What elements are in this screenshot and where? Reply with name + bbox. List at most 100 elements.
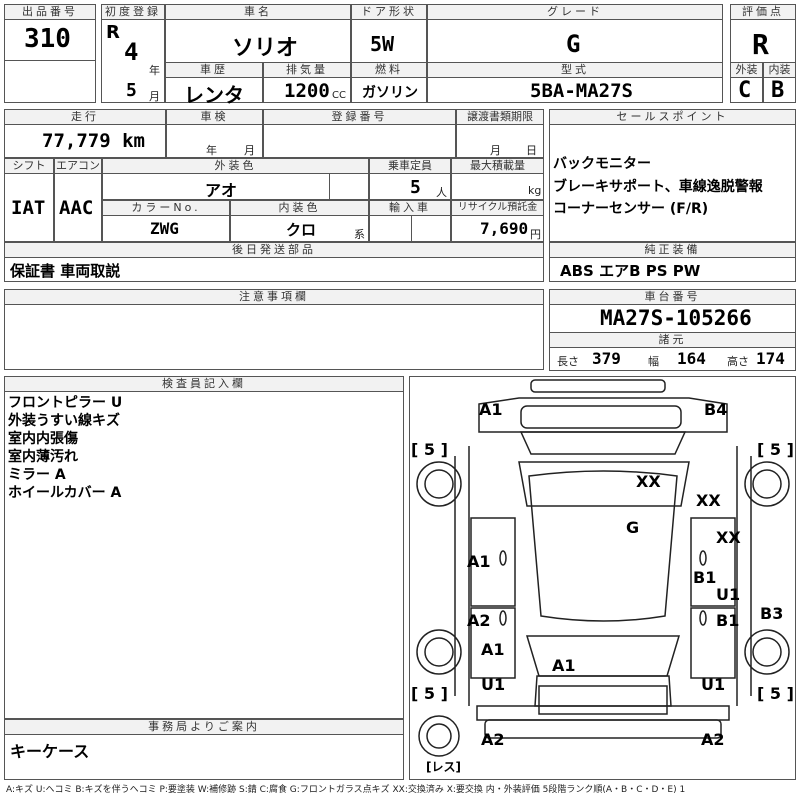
damage-legend: A:キズ U:ヘコミ B:キズを伴うヘコミ P:要塗装 W:補修跡 S:錆 C:… (6, 785, 686, 795)
load-label: 最大積載量 (451, 158, 544, 174)
interior-color-label: 内装色 (230, 200, 369, 216)
left-front-door (470, 517, 516, 607)
lot-divider (4, 60, 96, 61)
width: 164 (677, 349, 706, 368)
spare-tire (418, 715, 460, 757)
damage-mark-rear-right: U1 (701, 675, 726, 694)
year-unit: 年 (149, 64, 160, 77)
chassis-number: MA27S-105266 (600, 306, 752, 330)
right-rear-door (690, 607, 736, 679)
shift-cell (4, 173, 54, 242)
roof (528, 470, 678, 622)
equipment: ABS エアB PS PW (560, 262, 701, 280)
rear-body (476, 705, 730, 721)
color-label: 外装色 (102, 158, 369, 174)
exterior-grade: C (738, 78, 752, 103)
history-cell (165, 77, 263, 103)
displacement: 1200 (284, 80, 330, 102)
registration-cell (263, 124, 456, 158)
body-sides (468, 446, 738, 706)
recycle-cell (451, 215, 544, 242)
damage-mark-front-left: A1 (479, 400, 503, 419)
rear-glass (525, 635, 681, 677)
grade-label: グレード (427, 4, 723, 20)
inspection-month-unit: 月 (244, 144, 255, 157)
transfer-month-unit: 月 (490, 144, 501, 157)
fuel-label: 燃料 (351, 62, 427, 78)
spare-tire-note: [レス] (426, 760, 461, 774)
rear-panel (538, 685, 668, 715)
fuel-cell (351, 77, 427, 103)
sales-label: セールスポイント (549, 109, 796, 125)
capacity-label: 乗車定員 (369, 158, 451, 174)
damage-mark-left-rear-door: A2 (467, 611, 491, 630)
damage-mark-left-quarter: A1 (481, 640, 505, 659)
history-label: 車歴 (165, 62, 263, 78)
caution-cell (4, 304, 544, 370)
exterior-cell (730, 77, 763, 103)
height: 174 (756, 349, 785, 368)
damage-mark-bumper-right: A2 (701, 730, 725, 749)
tire-front-right (744, 461, 790, 507)
transfer-day-unit: 日 (526, 144, 537, 157)
rear-bumper (484, 719, 722, 739)
shift-label: シフト (4, 158, 54, 174)
hood (520, 405, 682, 429)
displacement-label: 排気量 (263, 62, 351, 78)
length-label: 長さ (557, 355, 579, 368)
damage-mark-back-door: A1 (552, 656, 576, 675)
damage-mark-right-fender: XX (696, 491, 721, 510)
load-unit: kg (528, 184, 542, 197)
front-roof-edge (518, 461, 690, 507)
interior-cell (763, 77, 796, 103)
import-label: 輸入車 (369, 200, 451, 216)
sales-point-1: バックモニター (553, 156, 651, 172)
spec-cell (549, 347, 796, 371)
capacity-unit: 人 (436, 186, 447, 199)
reg-year: 4 (124, 38, 139, 66)
caution-label: 注意事項欄 (4, 289, 544, 305)
tire-rear-right (744, 629, 790, 675)
door-type: 5W (370, 32, 395, 56)
door-label: ドア形状 (351, 4, 427, 20)
interior-color-cell (230, 215, 369, 242)
ac: AAC (59, 197, 94, 219)
ac-label: エアコン (54, 158, 102, 174)
tire-fr-tread: [ 5 ] (757, 440, 794, 459)
inspection-label: 車検 (166, 109, 263, 125)
displacement-unit: CC (332, 90, 346, 101)
mileage-cell (4, 124, 166, 158)
exterior-label: 外装 (730, 62, 763, 78)
tire-rr-tread: [ 5 ] (757, 684, 794, 703)
fuel: ガソリン (362, 85, 418, 101)
ac-cell (54, 173, 102, 242)
inspector-cell (4, 391, 404, 719)
equipment-label: 純正装備 (549, 242, 796, 258)
era: R (106, 22, 120, 43)
color-no-cell (102, 215, 230, 242)
recycle-fee: 7,690 (480, 219, 529, 238)
left-mirror (499, 550, 507, 566)
diagram-frame (409, 376, 796, 780)
first-reg-label: 初度登録 (101, 4, 165, 20)
transfer-cell (456, 124, 544, 158)
chassis-label: 車台番号 (549, 289, 796, 305)
windshield (519, 431, 687, 455)
damage-mark-right-rear-door: U1 (716, 585, 741, 604)
score-label: 評価点 (730, 4, 796, 20)
lot-label: 出品番号 (4, 4, 96, 20)
import-cell (369, 215, 451, 242)
front-body-outline (478, 397, 728, 433)
model-cell (427, 77, 723, 103)
tire-rl-tread: [ 5 ] (411, 684, 448, 703)
right-mirror (699, 550, 707, 566)
spec-label: 諸元 (549, 332, 796, 348)
damage-mark-roof: XX (636, 472, 661, 491)
height-label: 高さ (727, 355, 749, 368)
damage-mark-rear-left: U1 (481, 675, 506, 694)
registration-label: 登録番号 (263, 109, 456, 125)
tire-front-left (416, 461, 462, 507)
history: レンタ (184, 83, 244, 107)
color-cell (102, 173, 369, 200)
later-parts-label: 後日発送部品 (4, 242, 544, 258)
